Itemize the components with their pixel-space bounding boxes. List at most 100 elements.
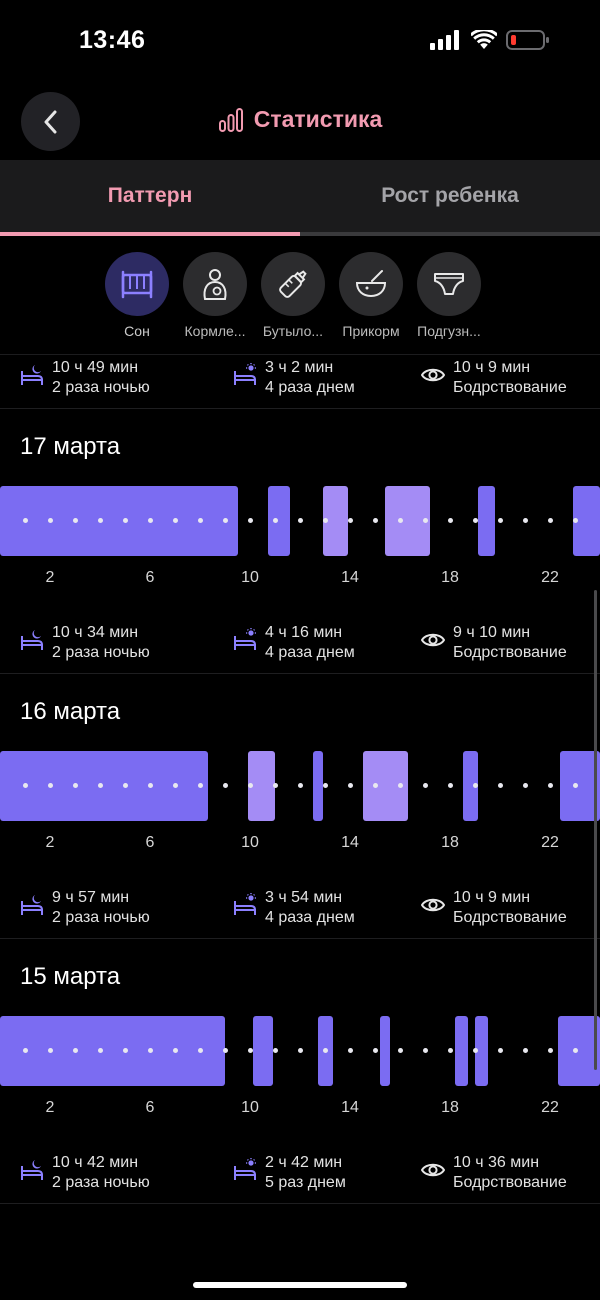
sleep-bar[interactable]: [455, 1016, 468, 1086]
tab-child-growth[interactable]: Рост ребенка: [381, 184, 519, 207]
tab-track: [0, 232, 600, 236]
day-sleep-stat-value: 4 ч 16 мин: [265, 624, 343, 641]
hour-dot: [197, 1048, 203, 1053]
day-stats: 10 ч 34 мин 2 раза ночью 4 ч 16 мин 4 раза …: [0, 623, 600, 667]
hour-dot: [247, 783, 253, 788]
bar-chart-icon: [218, 107, 243, 132]
day-sleep-stat-caption: 4 раза днем: [265, 909, 355, 926]
hour-dot: [472, 518, 478, 523]
sleep-timeline[interactable]: [0, 486, 600, 556]
sleep-timeline[interactable]: [0, 751, 600, 821]
cellular-signal-icon: [430, 30, 459, 50]
section-divider: [0, 938, 600, 939]
day-sleep-stat-text: 3 ч 54 мин 4 раза днем: [265, 888, 355, 928]
day-sleep-icon: [234, 628, 256, 650]
sleep-bar[interactable]: [312, 751, 323, 821]
status-bar: 13:46: [0, 0, 600, 84]
sleep-bar[interactable]: [475, 1016, 488, 1086]
awake-stat-value: 10 ч 9 мин: [453, 889, 531, 906]
hour-dot: [397, 518, 403, 523]
day-sleep-stat-text: 2 ч 42 мин 5 раз днем: [265, 1153, 346, 1193]
time-axis-tick: 10: [241, 569, 259, 586]
eye-icon: [421, 633, 445, 647]
category-breastfeeding-button[interactable]: [183, 252, 247, 316]
sleep-timeline[interactable]: [0, 1016, 600, 1086]
time-axis-tick: 18: [441, 834, 459, 851]
hour-dot: [572, 783, 578, 788]
hour-dot: [272, 1048, 278, 1053]
hour-dot: [397, 783, 403, 788]
time-axis-tick: 10: [241, 1099, 259, 1116]
day-sleep-stat-value: 2 ч 42 мин: [265, 1154, 343, 1171]
hour-dot: [447, 783, 453, 788]
category-selector: Сон Кормле... Бутыло...: [105, 252, 481, 339]
sleep-bar[interactable]: [557, 1016, 600, 1086]
hour-dot: [472, 783, 478, 788]
hour-dot: [297, 518, 303, 523]
day-sleep-stat-value: 3 ч 54 мин: [265, 889, 343, 906]
tab-pattern[interactable]: Паттерн: [107, 184, 193, 207]
hour-dot: [522, 783, 528, 788]
hour-dot: [22, 783, 28, 788]
hour-dot: [222, 783, 228, 788]
hour-dot: [522, 1048, 528, 1053]
scroll-indicator[interactable]: [594, 590, 597, 1070]
category-sleep-button[interactable]: [105, 252, 169, 316]
category-bottle-button[interactable]: [261, 252, 325, 316]
day-sleep-stat-caption: 4 раза днем: [265, 644, 355, 661]
sleep-bar[interactable]: [560, 751, 600, 821]
home-indicator[interactable]: [193, 1282, 407, 1288]
category-breastfeeding[interactable]: Кормле...: [183, 252, 247, 339]
awake-stat-value: 9 ч 10 мин: [453, 624, 531, 641]
hour-dot: [297, 1048, 303, 1053]
sleep-bar[interactable]: [462, 751, 478, 821]
time-axis-tick: 18: [441, 569, 459, 586]
hour-dot: [572, 1048, 578, 1053]
time-axis-tick: 2: [45, 1099, 55, 1116]
hour-dot: [122, 783, 128, 788]
time-axis-tick: 14: [341, 1099, 359, 1116]
awake-stat-caption: Бодрствование: [453, 1174, 567, 1191]
category-bottle[interactable]: Бутыло...: [261, 252, 325, 339]
sleep-bar[interactable]: [380, 1016, 390, 1086]
sleep-bar[interactable]: [267, 486, 290, 556]
time-axis-tick: 18: [441, 1099, 459, 1116]
sleep-bar[interactable]: [0, 1016, 225, 1086]
category-solids-button[interactable]: [339, 252, 403, 316]
day-title: 17 марта: [20, 433, 121, 460]
category-diaper[interactable]: Подгузн...: [417, 252, 481, 339]
hour-dot: [422, 783, 428, 788]
header-title-wrap: Статистика: [0, 106, 600, 133]
night-sleep-stat-value: 10 ч 34 мин: [52, 624, 139, 641]
crib-icon: [121, 270, 153, 299]
back-button[interactable]: [21, 92, 80, 151]
day-sleep-stat-caption: 5 раз днем: [265, 1174, 346, 1191]
page-title: Статистика: [253, 106, 383, 132]
diaper-icon: [434, 273, 464, 295]
time-axis-tick: 22: [541, 1099, 559, 1116]
hour-dot: [122, 518, 128, 523]
night-sleep-stat: 10 ч 34 мин 2 раза ночью: [20, 623, 150, 663]
sleep-bar[interactable]: [477, 486, 495, 556]
hour-dot: [372, 783, 378, 788]
night-sleep-stat-caption: 2 раза ночью: [52, 644, 150, 661]
tab-active-indicator: [0, 232, 300, 236]
hour-dot: [222, 518, 228, 523]
awake-stat-caption: Бодрствование: [453, 909, 567, 926]
category-solids[interactable]: Прикорм: [339, 252, 403, 339]
category-sleep[interactable]: Сон: [105, 252, 169, 339]
category-diaper-button[interactable]: [417, 252, 481, 316]
chevron-left-icon: [44, 110, 56, 133]
day-sleep-stat: 4 ч 16 мин 4 раза днем: [233, 623, 355, 663]
sleep-bar[interactable]: [252, 1016, 273, 1086]
category-bottle-label: Бутыло...: [262, 323, 324, 339]
